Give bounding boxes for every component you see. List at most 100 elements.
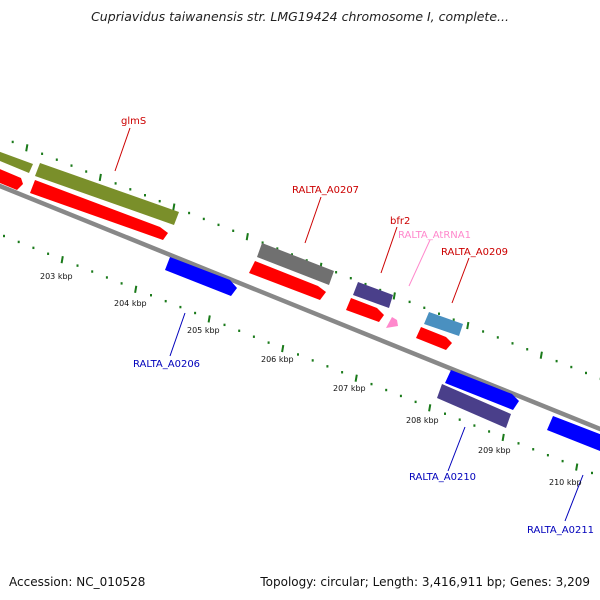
feature-teal-ralta-a0209[interactable] xyxy=(424,312,463,336)
tick-track-upper xyxy=(11,140,600,381)
minor-tick xyxy=(473,424,476,427)
trna-marker-atrna1[interactable] xyxy=(386,317,398,328)
gene-arrow-ralta-a0209[interactable] xyxy=(416,327,452,350)
kbp-label-203: 203 kbp xyxy=(40,272,73,281)
minor-tick xyxy=(76,264,79,267)
minor-tick xyxy=(150,294,152,297)
gene-arrow-ralta-a0211[interactable] xyxy=(547,416,600,455)
minor-tick xyxy=(232,229,235,232)
gene-label-ralta-atrna1[interactable]: RALTA_AtRNA1 xyxy=(398,230,471,241)
major-tick xyxy=(245,233,249,241)
minor-tick xyxy=(267,341,270,344)
feature-gray-ralta-a0207[interactable] xyxy=(257,243,334,285)
major-tick xyxy=(501,433,505,442)
major-tick xyxy=(575,463,579,471)
minor-tick xyxy=(252,335,255,338)
map-title: Cupriavidus taiwanensis str. LMG19424 ch… xyxy=(91,9,509,24)
leader-ralta-a0207 xyxy=(304,196,322,244)
leader-ralta-a0206 xyxy=(169,312,186,357)
minor-tick xyxy=(326,365,329,368)
major-tick xyxy=(354,374,358,382)
minor-tick xyxy=(414,400,417,404)
minor-tick xyxy=(85,170,88,173)
minor-tick xyxy=(399,394,402,398)
minor-tick xyxy=(488,430,491,433)
minor-tick xyxy=(70,164,73,167)
minor-tick xyxy=(291,253,293,256)
kbp-label-209: 209 kbp xyxy=(478,446,511,455)
gene-label-ralta-a0210[interactable]: RALTA_A0210 xyxy=(409,472,476,483)
minor-tick xyxy=(202,217,205,221)
gene-arrow-glms[interactable] xyxy=(30,180,168,240)
gene-label-bfr2[interactable]: bfr2 xyxy=(390,216,410,227)
major-tick xyxy=(172,203,176,211)
major-tick xyxy=(466,321,470,330)
minor-tick xyxy=(341,371,344,374)
minor-tick xyxy=(591,471,593,475)
minor-tick xyxy=(546,453,549,457)
feature-purple-bfr2[interactable] xyxy=(353,282,393,308)
major-tick xyxy=(392,292,396,300)
feature-olive-glms[interactable] xyxy=(35,163,179,225)
minor-tick xyxy=(555,359,558,363)
kbp-label-207: 207 kbp xyxy=(333,384,366,393)
minor-tick xyxy=(585,371,587,375)
kbp-label-205: 205 kbp xyxy=(187,326,220,335)
minor-tick xyxy=(17,240,20,244)
minor-tick xyxy=(335,271,338,274)
minor-tick xyxy=(364,282,367,286)
minor-tick xyxy=(408,300,411,304)
minor-tick xyxy=(570,365,573,369)
leader-ralta-a0210 xyxy=(447,426,466,472)
leader-bfr2 xyxy=(380,226,398,274)
gene-label-ralta-a0211[interactable]: RALTA_A0211 xyxy=(527,525,594,536)
gene-label-ralta-a0207[interactable]: RALTA_A0207 xyxy=(292,185,359,196)
major-tick xyxy=(539,351,543,359)
topology-summary: Topology: circular; Length: 3,416,911 bp… xyxy=(260,575,590,589)
gene-arrow-ralta-a0206[interactable] xyxy=(165,257,237,296)
kbp-label-206: 206 kbp xyxy=(261,355,294,364)
minor-tick xyxy=(105,276,108,279)
gene-arrow-upper-right[interactable] xyxy=(445,370,519,410)
minor-tick xyxy=(349,276,352,280)
major-tick xyxy=(134,285,138,293)
gene-arrow-left-red[interactable] xyxy=(0,167,23,190)
gene-label-ralta-a0206[interactable]: RALTA_A0206 xyxy=(133,359,200,370)
kbp-label-208: 208 kbp xyxy=(406,416,439,425)
major-tick xyxy=(25,144,29,152)
minor-tick xyxy=(438,312,440,315)
minor-tick xyxy=(223,323,226,327)
backbone-line xyxy=(0,183,600,432)
major-tick xyxy=(207,315,211,323)
minor-tick xyxy=(188,211,191,215)
minor-tick xyxy=(385,388,388,392)
minor-tick xyxy=(370,382,373,386)
minor-tick xyxy=(311,359,314,362)
minor-tick xyxy=(120,282,123,285)
feature-purple-ralta-a0210[interactable] xyxy=(437,384,511,428)
minor-tick xyxy=(55,158,58,161)
minor-tick xyxy=(444,412,446,415)
minor-tick xyxy=(482,330,485,333)
minor-tick xyxy=(129,188,132,191)
gene-label-glms[interactable]: glmS xyxy=(121,116,146,127)
gene-arrow-ralta-a0207[interactable] xyxy=(249,261,326,300)
kbp-label-210: 210 kbp xyxy=(549,478,582,487)
minor-tick xyxy=(179,305,182,309)
feature-olive-left[interactable] xyxy=(0,150,33,173)
gene-label-ralta-a0209[interactable]: RALTA_A0209 xyxy=(441,247,508,258)
leader-ralta-atrna1 xyxy=(408,239,431,287)
minor-tick xyxy=(276,247,279,250)
gene-arrow-bfr2[interactable] xyxy=(346,298,384,322)
leader-ralta-a0209 xyxy=(451,257,470,304)
tick-track-lower xyxy=(3,234,593,475)
leader-glms xyxy=(114,127,131,172)
minor-tick xyxy=(458,418,461,421)
minor-tick xyxy=(561,459,564,463)
minor-tick xyxy=(164,299,167,303)
minor-tick xyxy=(47,252,50,255)
accession-text: Accession: NC_010528 xyxy=(9,575,146,589)
major-tick xyxy=(60,256,64,264)
